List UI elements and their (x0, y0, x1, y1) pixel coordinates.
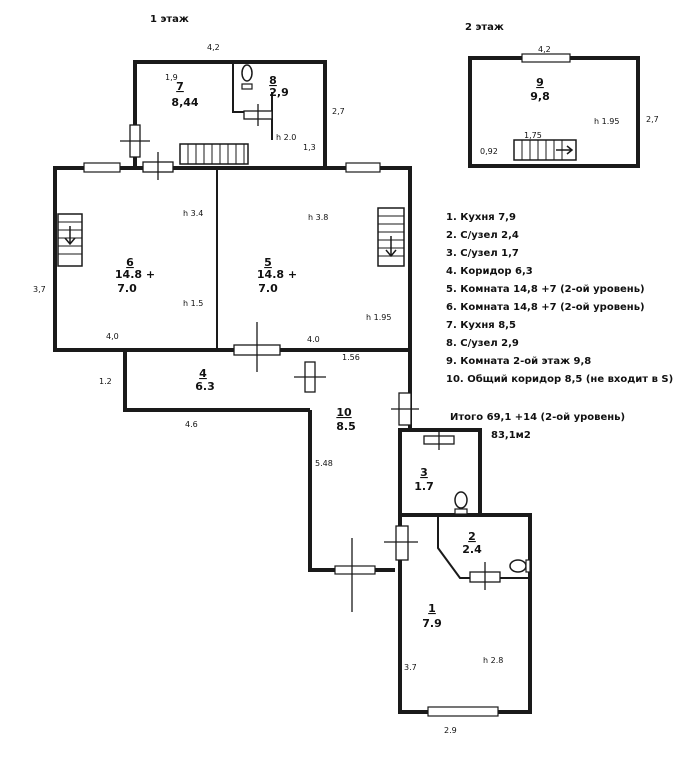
room-5-number: 5 (264, 256, 272, 269)
dim-top-kitchen7: 4,2 (207, 43, 220, 52)
room-9-area: 9,8 (530, 90, 550, 103)
room-7-number: 7 (176, 80, 184, 93)
floor2-header: 2 этаж (465, 22, 504, 33)
dim-kitchen7-height: 2,7 (332, 107, 345, 116)
dim-left-height: 3,7 (33, 285, 46, 294)
dim-ceiling-room6: h 3.4 (183, 209, 203, 218)
dim-ceiling-room6-level2: h 1.5 (183, 299, 203, 308)
dim-corridor10-width: 1.56 (342, 353, 360, 362)
room-10-number: 10 (336, 406, 352, 419)
legend-item: 1. Кухня 7,9 (446, 212, 516, 223)
dim-floor2-height: 2,7 (646, 115, 659, 124)
stair-floor2-icon (513, 139, 577, 161)
room-6-area-level2: 7.0 (117, 282, 137, 295)
room-7-area: 8,44 (171, 96, 198, 109)
legend-item: 6. Комната 14,8 +7 (2-ой уровень) (446, 302, 645, 313)
dim-ceiling-kitchen7: h 2.0 (276, 133, 296, 142)
room-10-area: 8.5 (336, 420, 356, 433)
room-5-area-level2: 7.0 (258, 282, 278, 295)
room-8-area: 2,9 (269, 86, 289, 99)
room-6-area: 14.8 + (115, 268, 155, 281)
legend-item: 2. С/узел 2,4 (446, 230, 519, 241)
dim-corridor10-length: 5.48 (315, 459, 333, 468)
stair-kitchen7-icon (179, 143, 249, 165)
legend-item: 7. Кухня 8,5 (446, 320, 516, 331)
dim-ceiling-room5: h 3.8 (308, 213, 328, 222)
room-4-area: 6.3 (195, 380, 215, 393)
toilet-room8-icon (241, 64, 253, 90)
dim-ceiling-kitchen1: h 2.8 (483, 656, 503, 665)
room-1-number: 1 (428, 602, 436, 615)
toilet-room3-icon (454, 491, 468, 515)
stair-room5-icon (377, 207, 405, 267)
dim-kitchen7-side: 1,3 (303, 143, 316, 152)
room-6-number: 6 (126, 256, 134, 269)
windows (83, 53, 571, 717)
dim-floor2-side: 0,92 (480, 147, 498, 156)
floor1-header: 1 этаж (150, 14, 189, 25)
dim-floor2-stair: 1,75 (524, 131, 542, 140)
dim-corridor4-height: 1.2 (99, 377, 112, 386)
legend-item: 9. Комната 2-ой этаж 9,8 (446, 356, 591, 367)
legend-item: 10. Общий коридор 8,5 (не входит в S) (446, 373, 673, 385)
dim-corridor4-width: 4.6 (185, 420, 198, 429)
room-1-area: 7.9 (422, 617, 442, 630)
stair-room6-icon (57, 213, 83, 267)
dim-room8-width: 1,9 (165, 73, 178, 82)
room-5-area: 14.8 + (257, 268, 297, 281)
room-2-area: 2.4 (462, 543, 482, 556)
legend: 1. Кухня 7,9 2. С/узел 2,4 3. С/узел 1,7… (446, 212, 673, 385)
doors (120, 104, 501, 612)
dim-floor2-width: 4,2 (538, 45, 551, 54)
dim-ceiling-room5-level2: h 1.95 (366, 313, 391, 322)
dim-room6-width: 4,0 (106, 332, 119, 341)
dim-ceiling-floor2: h 1.95 (594, 117, 619, 126)
room-8-number: 8 (269, 74, 277, 87)
legend-item: 8. С/узел 2,9 (446, 338, 519, 349)
dim-room5-width: 4.0 (307, 335, 320, 344)
room-3-area: 1.7 (414, 480, 434, 493)
room-9-number: 9 (536, 76, 544, 89)
room-2-number: 2 (468, 530, 476, 543)
legend-item: 3. С/узел 1,7 (446, 248, 519, 259)
legend-item: 4. Коридор 6,3 (446, 266, 533, 277)
total-line-2: 83,1м2 (491, 430, 531, 441)
room-3-number: 3 (420, 466, 428, 479)
room-4-number: 4 (199, 367, 207, 380)
dim-kitchen1-height: 3.7 (404, 663, 417, 672)
dim-kitchen1-width: 2.9 (444, 726, 457, 735)
legend-item: 5. Комната 14,8 +7 (2-ой уровень) (446, 284, 645, 295)
floor1-walls (53, 60, 532, 714)
total-line-1: Итого 69,1 +14 (2-ой уровень) (450, 412, 625, 423)
toilet-room2-icon (509, 559, 531, 573)
